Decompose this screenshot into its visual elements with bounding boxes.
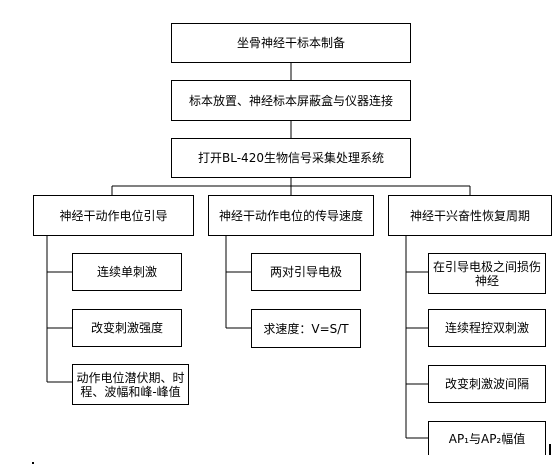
branch-3-title-box: 神经干兴奋性恢复周期 bbox=[388, 195, 552, 236]
step-box-3: 打开BL-420生物信号采集处理系统 bbox=[171, 138, 411, 178]
step-box-1: 坐骨神经干标本制备 bbox=[171, 23, 411, 63]
step-box-2: 标本放置、神经标本屏蔽盒与仪器连接 bbox=[171, 80, 411, 121]
branch-1-item-2: 改变刺激强度 bbox=[72, 309, 182, 347]
branch-2-item-2: 求速度：V=S/T bbox=[251, 309, 361, 348]
branch-1-item-3: 动作电位潜伏期、时程、波幅和峰-峰值 bbox=[72, 364, 189, 405]
branch-3-item-1: 在引导电极之间损伤神经 bbox=[428, 253, 546, 294]
edge-mark bbox=[549, 444, 551, 455]
branch-3-item-3: 改变刺激波间隔 bbox=[428, 365, 546, 403]
branch-1-title-box: 神经干动作电位引导 bbox=[33, 195, 194, 236]
branch-1-item-1: 连续单刺激 bbox=[72, 253, 182, 291]
branch-2-title-box: 神经干动作电位的传导速度 bbox=[208, 195, 374, 236]
branch-2-item-1: 两对引导电极 bbox=[251, 253, 361, 291]
corner-dot bbox=[32, 462, 34, 464]
branch-3-item-2: 连续程控双刺激 bbox=[428, 309, 546, 347]
branch-3-item-4: AP₁与AP₂幅值 bbox=[428, 421, 546, 455]
